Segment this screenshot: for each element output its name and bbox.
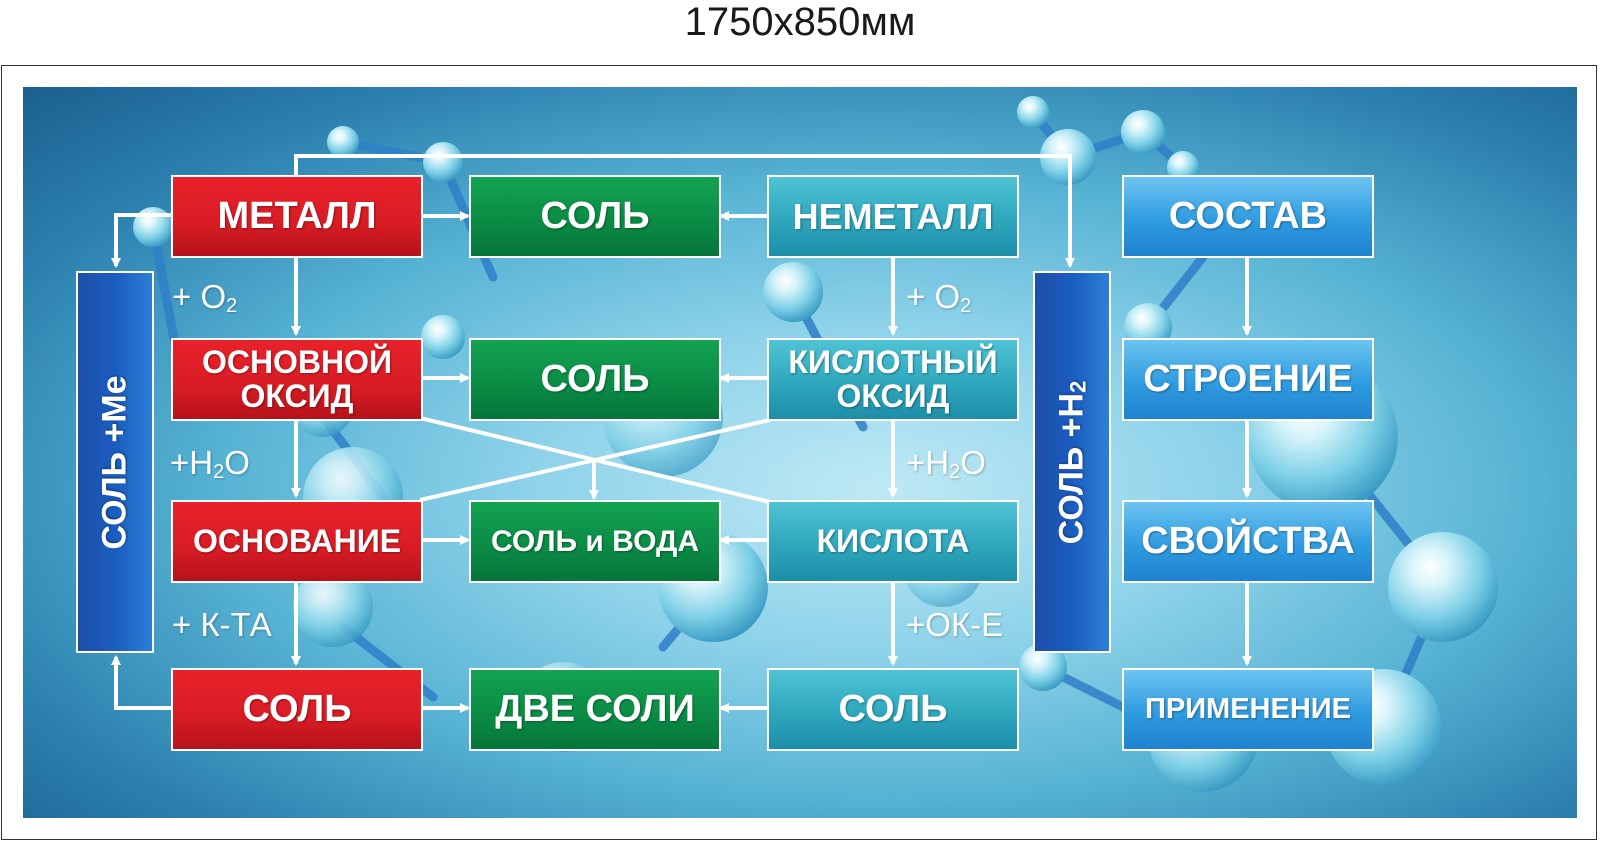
box-nonmetal: НЕМЕТАЛЛ <box>767 175 1019 258</box>
box-structure: СТРОЕНИЕ <box>1122 338 1374 421</box>
box-two-salts: ДВЕ СОЛИ <box>469 668 721 751</box>
reagent-left-o2: + O2 <box>172 278 238 317</box>
reagent-left-acid: + К-ТА <box>172 606 272 643</box>
reagent-right-o2: + O2 <box>906 278 972 317</box>
right-bar-salt-plus-hydrogen: СОЛЬ +H2 <box>1033 271 1111 653</box>
box-base: ОСНОВАНИЕ <box>171 500 423 583</box>
left-bar-label: СОЛЬ +Ме <box>95 374 134 550</box>
arrow-metal-to-right-bar <box>294 154 1075 268</box>
arrow-salt-to-left-bar <box>111 655 171 710</box>
box-composition: СОСТАВ <box>1122 175 1374 258</box>
box-basic-oxide: ОСНОВНОЙ ОКСИД <box>171 338 423 421</box>
box-salt-2: СОЛЬ <box>469 338 721 421</box>
left-bar-salt-plus-metal: СОЛЬ +Ме <box>76 271 154 653</box>
right-bar-label: СОЛЬ +H2 <box>1052 380 1091 544</box>
box-acid-oxide: КИСЛОТНЫЙ ОКСИД <box>767 338 1019 421</box>
box-metal: МЕТАЛЛ <box>171 175 423 258</box>
box-application: ПРИМЕНЕНИЕ <box>1122 668 1374 751</box>
box-properties: СВОЙСТВА <box>1122 500 1374 583</box>
reagent-right-base: +ОК-Е <box>906 606 1004 643</box>
reagent-right-h2o: +H2O <box>906 444 986 483</box>
box-acid: КИСЛОТА <box>767 500 1019 583</box>
size-label: 1750х850мм <box>684 0 916 44</box>
reagent-left-h2o: +H2O <box>170 444 250 483</box>
box-nonmetal-salt: СОЛЬ <box>767 668 1019 751</box>
box-salt-and-water: СОЛЬ и ВОДА <box>469 500 721 583</box>
box-salt-1: СОЛЬ <box>469 175 721 258</box>
box-metal-salt: СОЛЬ <box>171 668 423 751</box>
arrow-metal-to-left-bar <box>111 213 171 268</box>
